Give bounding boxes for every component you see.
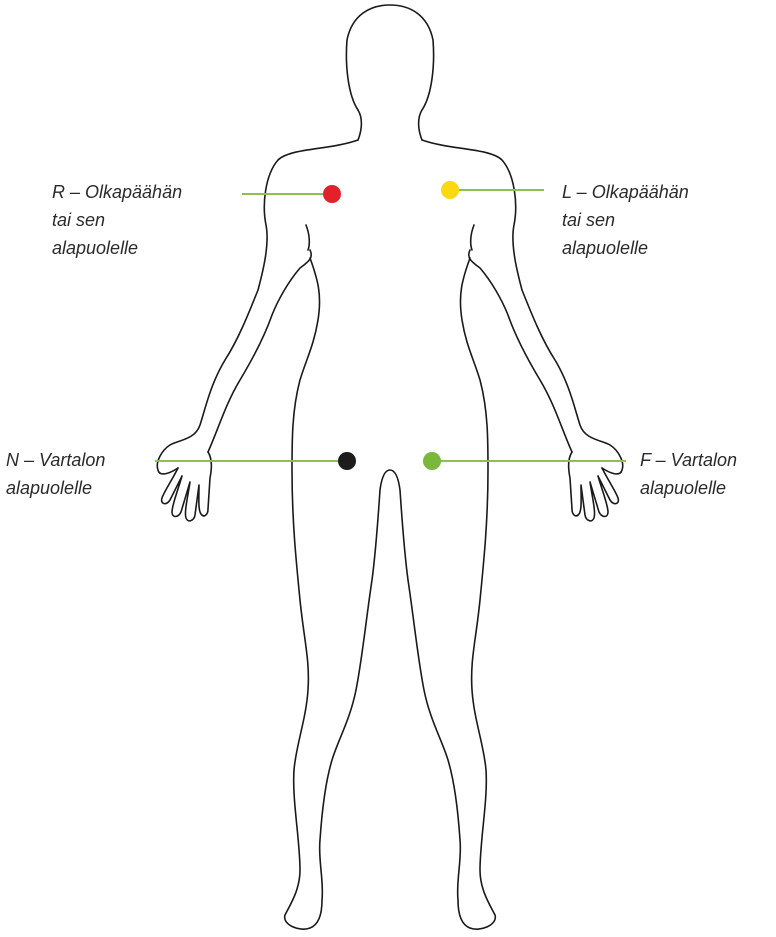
electrode-n-dot (338, 452, 356, 470)
torso-outline (157, 140, 622, 474)
neck-left (358, 110, 361, 140)
right-armpit (306, 225, 309, 250)
torso-sides (285, 258, 496, 929)
body-outline (157, 5, 622, 929)
electrode-l-label-line: tai sen (562, 206, 689, 234)
electrode-r-label-line: tai sen (52, 206, 182, 234)
electrode-f-label-line: F – Vartalon (640, 446, 737, 474)
electrode-l-label-line: L – Olkapäähän (562, 178, 689, 206)
electrode-r-label: R – Olkapäähän tai sen alapuolelle (52, 178, 182, 262)
electrode-r-dot (323, 185, 341, 203)
left-inner-arm (469, 250, 572, 452)
head-outline (346, 5, 433, 140)
electrode-n-label: N – Vartalon alapuolelle (6, 446, 105, 502)
electrode-r-label-line: R – Olkapäähän (52, 178, 182, 206)
electrode-r-label-line: alapuolelle (52, 234, 182, 262)
right-inner-arm (208, 250, 311, 452)
electrode-f-dot (423, 452, 441, 470)
left-armpit (471, 225, 474, 250)
left-hand-outline (569, 452, 619, 521)
electrode-f-label: F – Vartalon alapuolelle (640, 446, 737, 502)
electrode-n-label-line: alapuolelle (6, 474, 105, 502)
electrode-l-label-line: alapuolelle (562, 234, 689, 262)
electrodes (323, 181, 459, 470)
right-hand-outline (162, 452, 212, 521)
leader-lines (155, 190, 626, 461)
electrode-n-label-line: N – Vartalon (6, 446, 105, 474)
electrode-l-dot (441, 181, 459, 199)
electrode-l-label: L – Olkapäähän tai sen alapuolelle (562, 178, 689, 262)
electrode-f-label-line: alapuolelle (640, 474, 737, 502)
